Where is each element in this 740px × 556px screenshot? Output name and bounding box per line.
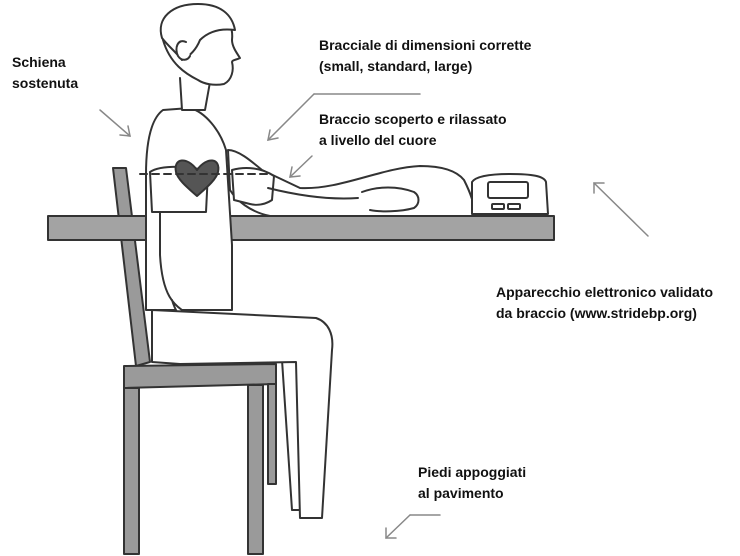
arrow-feet <box>386 515 440 538</box>
label-arm: Braccio scoperto e rilassato a livello d… <box>319 109 507 151</box>
label-back: Schiena sostenuta <box>12 52 78 94</box>
label-feet-line1: Piedi appoggiati <box>418 462 526 483</box>
chair-front-leg <box>124 388 139 554</box>
person <box>146 4 474 518</box>
arrow-device <box>594 183 648 236</box>
bp-monitor-button-right <box>508 204 520 209</box>
hand <box>362 188 419 212</box>
bp-monitor-screen <box>488 182 528 198</box>
chair-back <box>113 168 150 366</box>
bp-monitor-button-left <box>492 204 504 209</box>
label-device: Apparecchio elettronico validato da brac… <box>496 282 713 324</box>
table-top <box>48 216 554 240</box>
chair-back-leg <box>248 385 263 554</box>
label-cuff: Bracciale di dimensioni corrette (small,… <box>319 35 531 77</box>
label-device-line2: da braccio (www.stridebp.org) <box>496 303 713 324</box>
near-leg <box>152 310 332 518</box>
label-cuff-line2: (small, standard, large) <box>319 56 531 77</box>
label-arm-line2: a livello del cuore <box>319 130 507 151</box>
chair-far-leg <box>268 384 276 484</box>
label-arm-line1: Braccio scoperto e rilassato <box>319 109 507 130</box>
bp-monitor <box>472 174 548 214</box>
label-feet: Piedi appoggiati al pavimento <box>418 462 526 504</box>
table <box>48 216 554 240</box>
label-cuff-line1: Bracciale di dimensioni corrette <box>319 35 531 56</box>
label-back-line2: sostenuta <box>12 73 78 94</box>
arrow-back <box>100 110 130 136</box>
label-back-line1: Schiena <box>12 52 78 73</box>
label-feet-line2: al pavimento <box>418 483 526 504</box>
arrow-arm <box>290 156 312 177</box>
label-device-line1: Apparecchio elettronico validato <box>496 282 713 303</box>
